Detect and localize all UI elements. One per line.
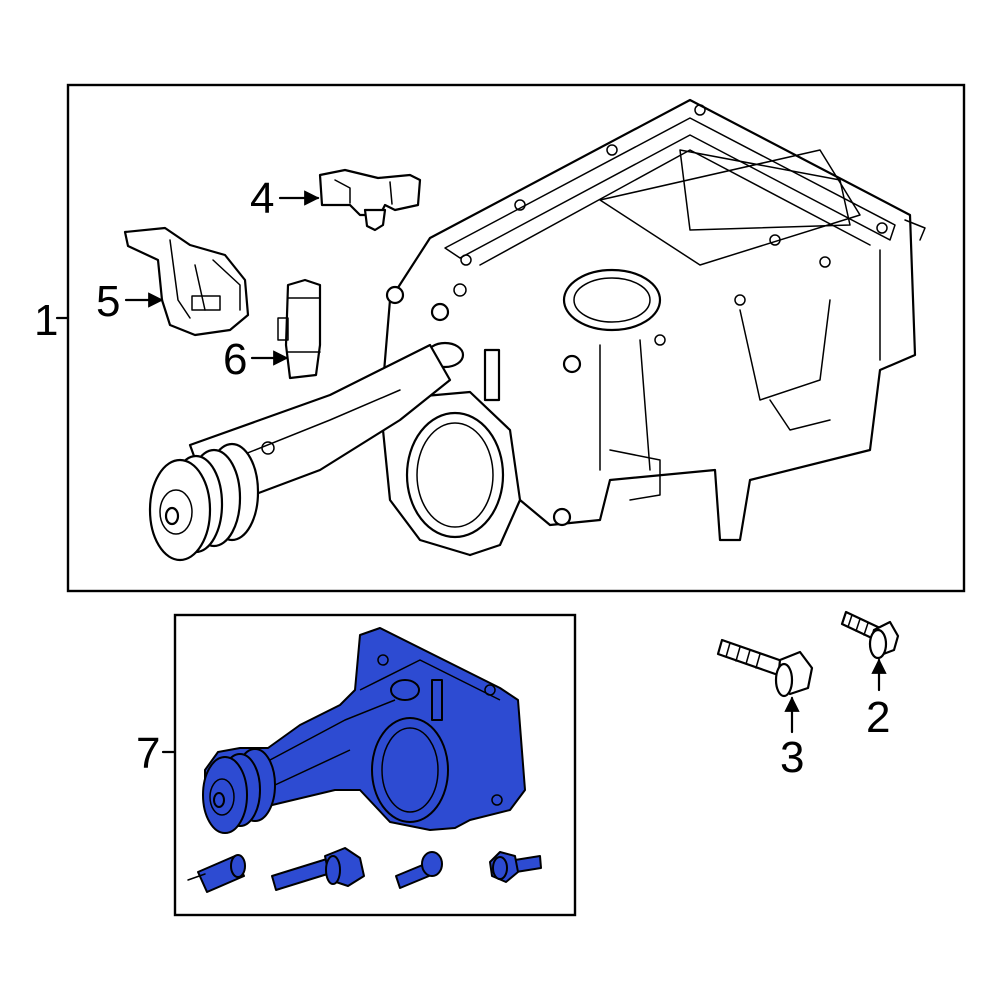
housing-kit-part-7[interactable]	[202, 627, 526, 834]
callout-4: 4	[250, 174, 274, 223]
callout-2: 2	[866, 693, 890, 742]
callout-1: 1	[34, 296, 58, 345]
callout-6: 6	[223, 335, 247, 384]
supercharger-assembly-frame	[66, 83, 966, 593]
callout-7: 7	[136, 729, 160, 778]
kit-bolt-small[interactable]	[395, 851, 443, 889]
sensor-part-5[interactable]	[123, 226, 250, 337]
kit-bolt-large[interactable]	[271, 847, 365, 891]
bolt-part-2[interactable]	[840, 610, 900, 660]
kit-flange-nut[interactable]	[489, 851, 542, 883]
callout-5: 5	[96, 277, 120, 326]
sensor-part-4[interactable]	[318, 168, 422, 232]
sensor-part-6[interactable]	[277, 278, 322, 380]
callout-3: 3	[780, 733, 804, 782]
bolt-part-3[interactable]	[716, 638, 814, 698]
kit-stud[interactable]	[187, 854, 246, 893]
supercharger-assembly[interactable]	[148, 98, 926, 562]
housing-kit-frame	[173, 613, 577, 917]
